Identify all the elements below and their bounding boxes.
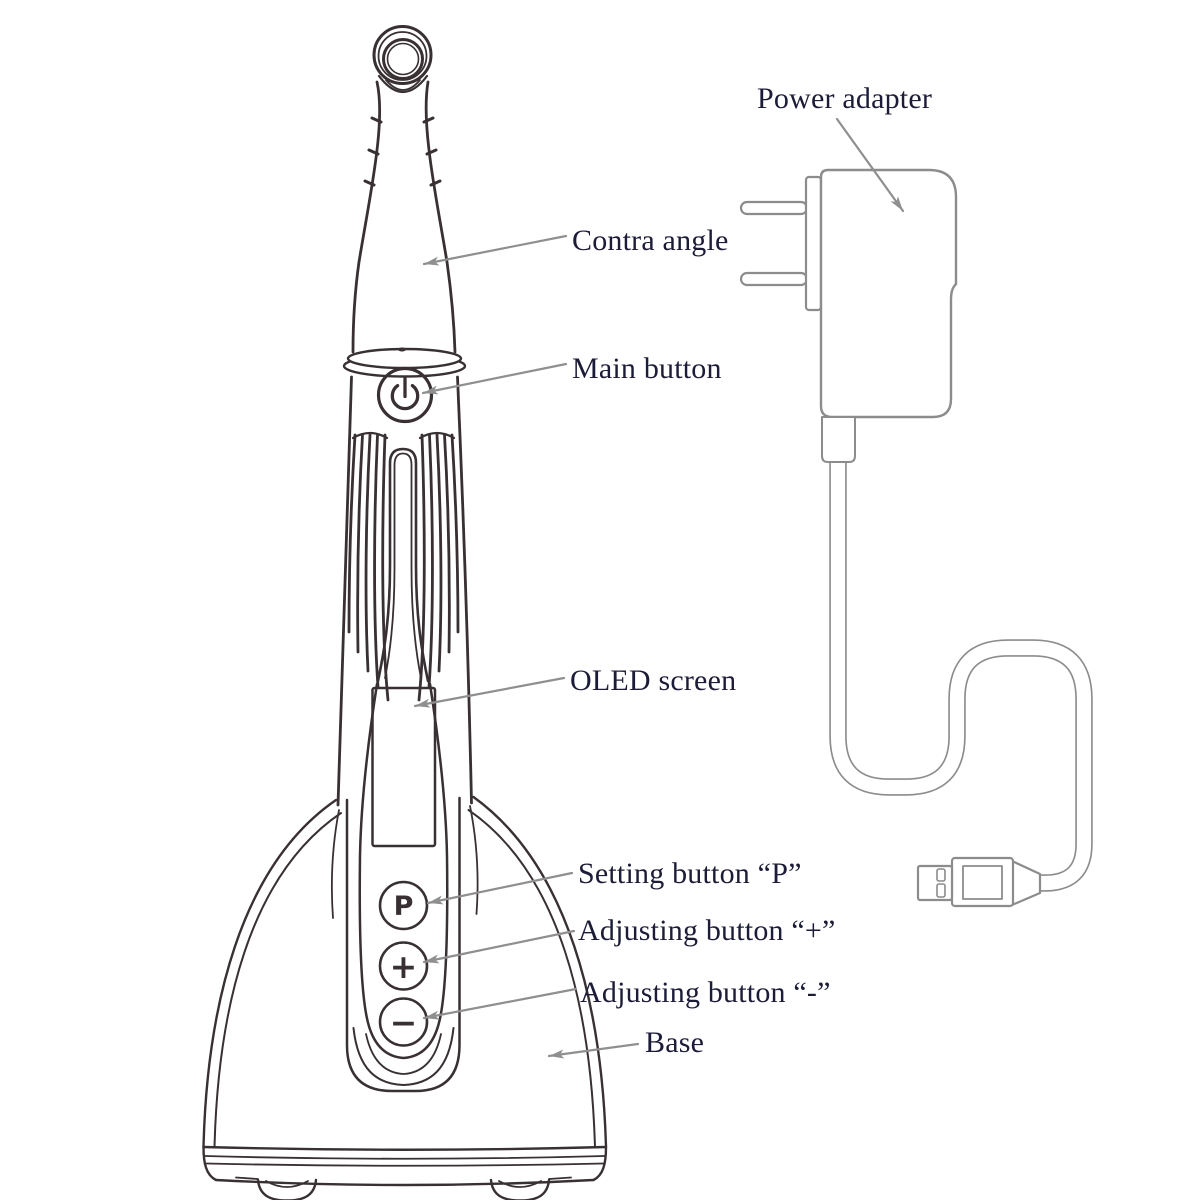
plug-plate	[804, 175, 823, 312]
leader-power-adapter	[835, 117, 905, 213]
label-base: Base	[645, 1026, 705, 1059]
contra-angle-head	[372, 25, 433, 93]
main-button	[376, 366, 434, 424]
setting-button-p-glyph: P	[394, 891, 414, 922]
label-main-button: Main button	[572, 352, 722, 385]
plug-prongs	[739, 200, 809, 287]
adjusting-button-plus: +	[378, 941, 429, 991]
base-dome-right-inner	[467, 809, 596, 1148]
grip-grooves	[347, 431, 460, 702]
leader-setting-button	[426, 871, 574, 905]
adjusting-button-minus: −	[378, 997, 429, 1047]
center-channel	[376, 447, 430, 683]
label-adjusting-plus: Adjusting button “+”	[578, 914, 836, 947]
label-oled-screen: OLED screen	[570, 664, 737, 697]
power-cable	[829, 451, 1093, 892]
usb-metal-tip	[916, 864, 954, 902]
handpiece-collar	[342, 347, 467, 378]
leader-base	[547, 1042, 640, 1059]
leader-arrows	[413, 117, 905, 1059]
cradle-cup	[345, 796, 461, 1093]
base-feet	[235, 1176, 572, 1200]
power-adapter-illustration	[739, 168, 1093, 908]
handpiece-body-right-edge	[456, 375, 473, 805]
adjusting-button-plus-glyph: +	[390, 947, 418, 986]
base-illustration	[202, 795, 608, 1200]
leader-main-button	[421, 362, 568, 395]
power-icon	[390, 376, 420, 411]
base-dome-left-inner	[213, 812, 342, 1148]
setting-button-p: P	[378, 880, 429, 931]
adapter-body	[819, 168, 958, 419]
leader-oled-screen	[413, 676, 566, 708]
usb-plug	[916, 856, 1042, 908]
base-dome-left-outer	[202, 798, 338, 1149]
label-adjusting-minus: Adjusting button “-”	[580, 976, 831, 1009]
label-power-adapter: Power adapter	[757, 82, 933, 115]
label-setting-button: Setting button “P”	[578, 857, 802, 890]
strain-relief	[821, 416, 856, 463]
base-dome-right-outer	[472, 795, 608, 1149]
adjusting-button-minus-glyph: −	[390, 1003, 418, 1042]
handpiece-illustration: P + −	[336, 25, 473, 1075]
label-contra-angle: Contra angle	[572, 224, 729, 257]
oled-screen	[371, 686, 437, 848]
leader-adjusting-minus	[422, 987, 578, 1020]
leader-adjusting-plus	[422, 929, 576, 964]
handpiece-body-left-edge	[336, 375, 353, 807]
handpiece-face	[358, 682, 449, 1060]
leader-contra-angle	[422, 234, 568, 266]
contra-angle-neck	[351, 80, 457, 354]
